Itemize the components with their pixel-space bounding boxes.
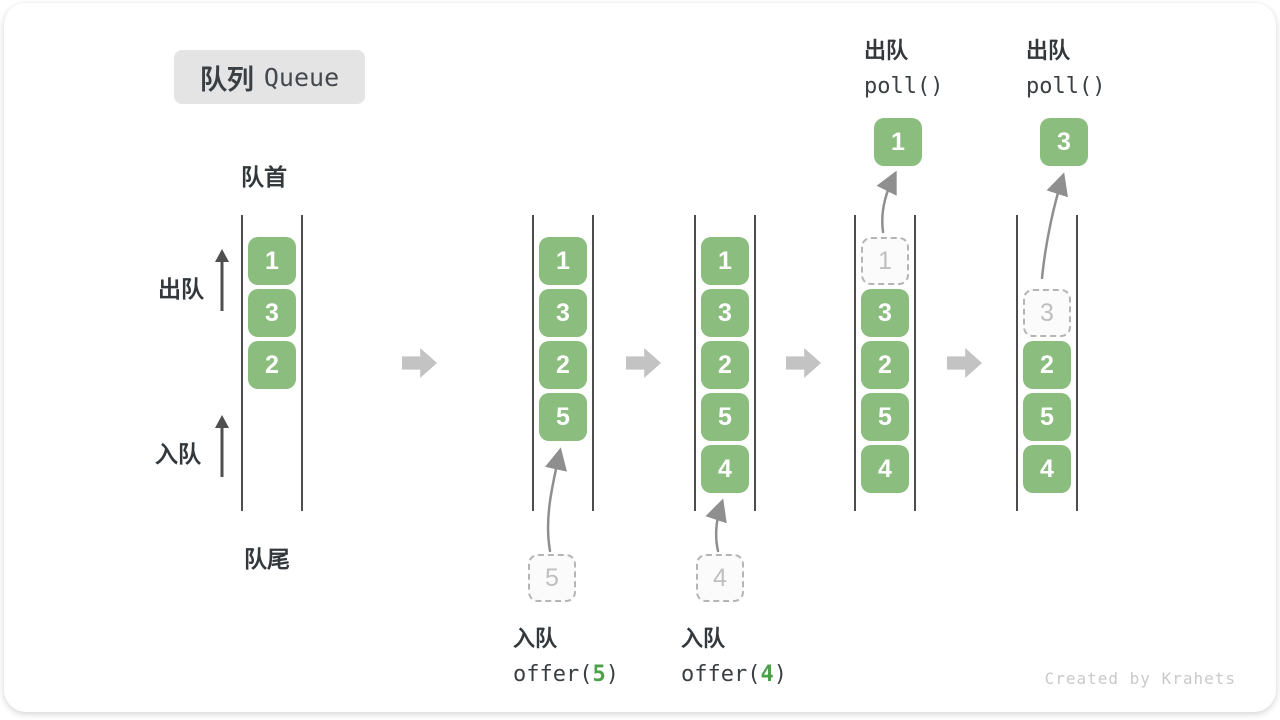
queue3-item: 3 — [701, 289, 749, 337]
queue-front-label: 队首 — [241, 164, 287, 190]
enqueue4-curved-arrow-icon — [705, 498, 727, 553]
enqueue4-action-text: 入队 — [681, 626, 726, 651]
enqueue4-operation-label: 入队 offer(4) — [681, 621, 787, 687]
queue5-polled-item: 3 — [1040, 118, 1088, 166]
enqueue5-action-text: 入队 — [513, 626, 558, 651]
queue2-item: 5 — [539, 393, 587, 441]
queue5-removed-ghost-box: 3 — [1023, 289, 1071, 337]
watermark: Created by Krahets — [1044, 669, 1236, 688]
queue3-wall-left — [694, 215, 696, 511]
enqueue5-code-text: offer(5) — [513, 662, 619, 687]
poll1-action-text: 出队 — [864, 38, 909, 63]
queue5-item: 4 — [1023, 445, 1071, 493]
transition-arrow-icon — [626, 348, 661, 378]
poll2-curved-arrow-icon — [1040, 172, 1069, 280]
queue3-item: 5 — [701, 393, 749, 441]
enqueue5-operation-label: 入队 offer(5) — [513, 621, 619, 687]
queue4-polled-item: 1 — [874, 118, 922, 166]
queue4-removed-ghost-box: 1 — [861, 237, 909, 285]
dequeue-up-arrow-icon — [215, 249, 229, 311]
dequeue-label: 出队 — [158, 276, 204, 302]
queue4-item: 2 — [861, 341, 909, 389]
poll1-curved-arrow-icon — [876, 170, 897, 234]
poll2-action-text: 出队 — [1026, 38, 1071, 63]
transition-arrow-icon — [947, 348, 982, 378]
queue5-item: 2 — [1023, 341, 1071, 389]
queue4-wall-right — [914, 215, 916, 511]
queue3-item: 2 — [701, 341, 749, 389]
transition-arrow-icon — [786, 348, 821, 378]
queue1-item: 3 — [248, 289, 296, 337]
queue1-wall-left — [241, 215, 243, 511]
enqueue-up-arrow-icon — [215, 415, 229, 477]
queue2-wall-left — [532, 215, 534, 511]
queue5-wall-left — [1016, 215, 1018, 511]
poll1-operation-label: 出队 poll() — [864, 33, 943, 99]
queue1-item: 1 — [248, 237, 296, 285]
queue2-item: 2 — [539, 341, 587, 389]
enqueue4-code-text: offer(4) — [681, 662, 787, 687]
title-en: Queue — [263, 62, 340, 92]
poll2-code-text: poll() — [1026, 74, 1106, 99]
queue-rear-label: 队尾 — [244, 546, 290, 572]
queue2-item: 3 — [539, 289, 587, 337]
queue4-item: 5 — [861, 393, 909, 441]
title-zh: 队列 — [199, 64, 254, 95]
queue1-wall-right — [301, 215, 303, 511]
transition-arrow-icon — [402, 348, 437, 378]
title-badge: 队列 Queue — [174, 50, 365, 104]
queue1-item: 2 — [248, 341, 296, 389]
queue3-wall-right — [754, 215, 756, 511]
poll1-code-text: poll() — [864, 74, 944, 99]
queue5-wall-right — [1076, 215, 1078, 511]
queue2-incoming-ghost-box: 5 — [528, 554, 576, 602]
enqueue-label: 入队 — [155, 441, 201, 467]
queue4-item: 4 — [861, 445, 909, 493]
diagram-card: 队列 Queue 队首 队尾 出队 入队 1 3 2 1 3 2 5 5 入队 … — [4, 3, 1276, 712]
queue4-item: 3 — [861, 289, 909, 337]
queue5-item: 5 — [1023, 393, 1071, 441]
queue2-wall-right — [592, 215, 594, 511]
queue3-incoming-ghost-box: 4 — [696, 554, 744, 602]
queue3-item: 1 — [701, 237, 749, 285]
poll2-operation-label: 出队 poll() — [1026, 33, 1105, 99]
queue2-item: 1 — [539, 237, 587, 285]
queue4-wall-left — [854, 215, 856, 511]
enqueue5-curved-arrow-icon — [545, 447, 567, 553]
queue3-item: 4 — [701, 445, 749, 493]
